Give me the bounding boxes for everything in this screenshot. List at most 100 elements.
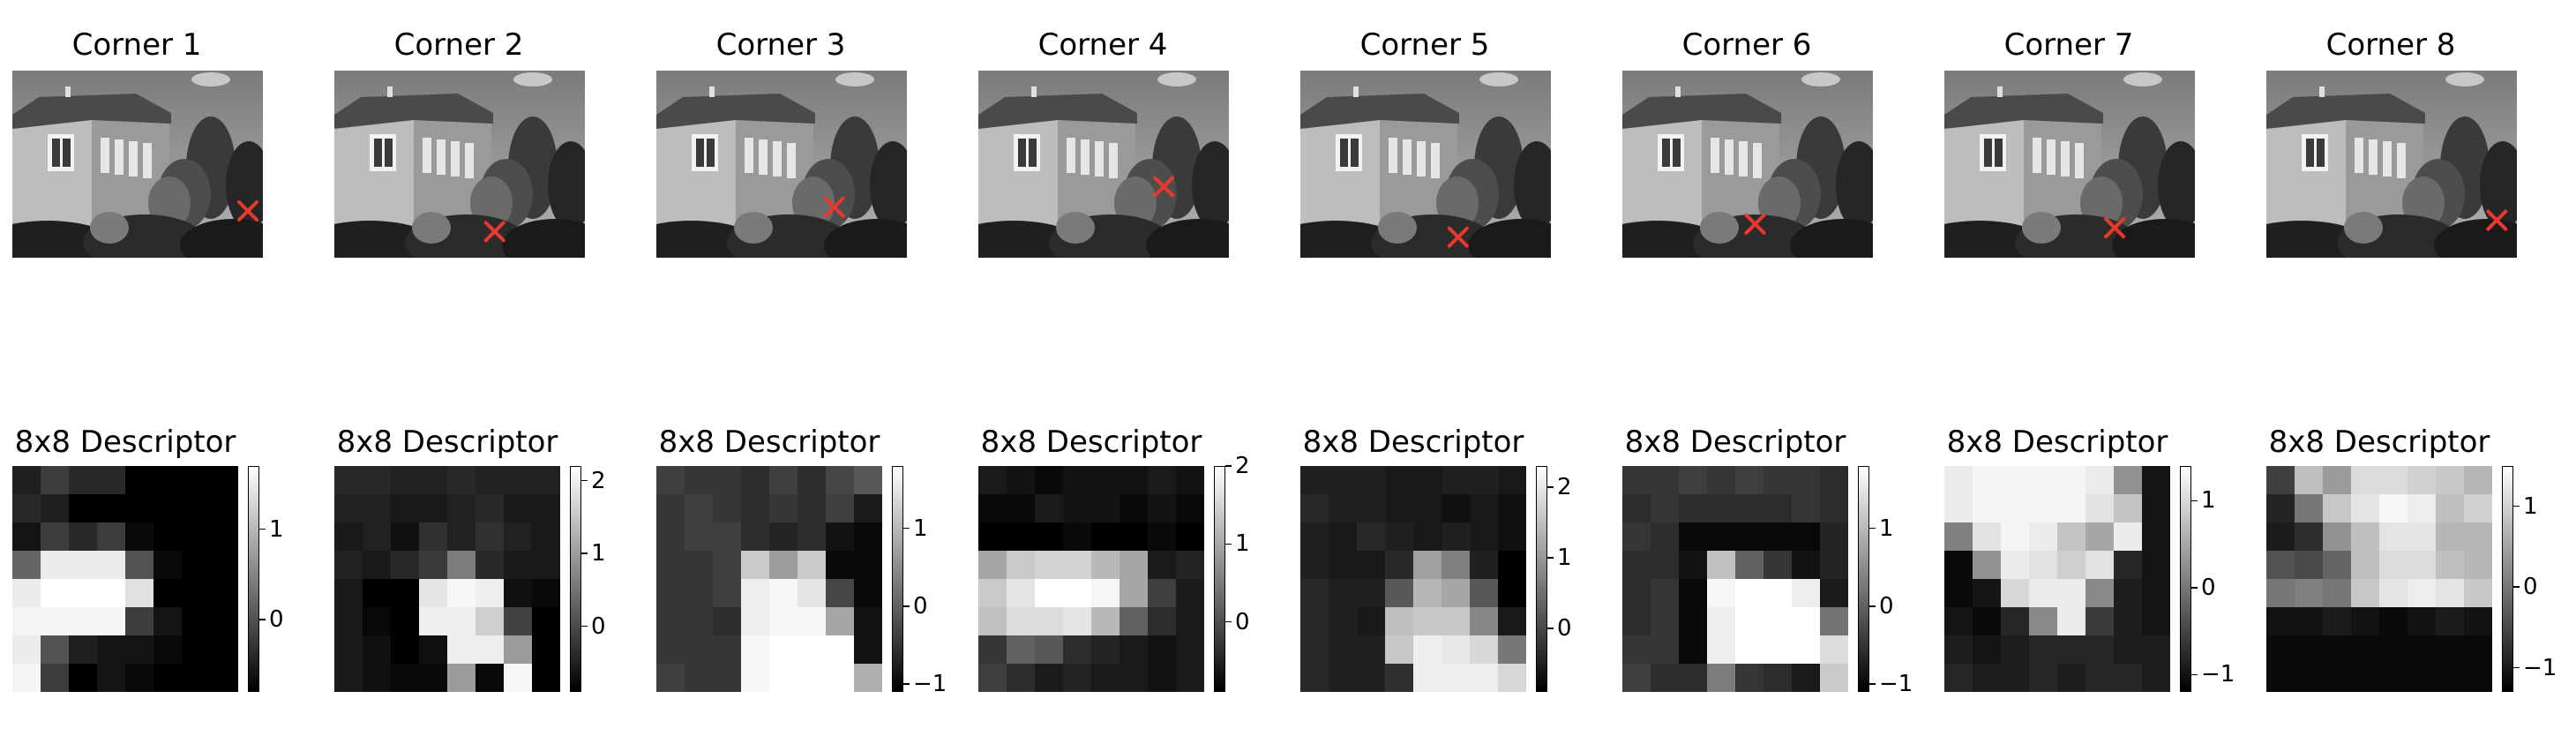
descriptor-cell [978,466,1007,494]
descriptor-cell [391,522,419,551]
cloud [1157,72,1196,86]
descriptor-cell [1498,494,1526,522]
tree [2480,141,2517,229]
descriptor-cell [532,579,560,607]
descriptor-cell [1498,522,1526,551]
descriptor-cell [1357,522,1385,551]
descriptor-cell [854,664,882,692]
descriptor-cell [2086,607,2114,635]
tree [548,141,585,229]
descriptor-cell [210,551,238,579]
descriptor-cell [798,494,826,522]
descriptor-cell [854,607,882,635]
descriptor-cell [1735,551,1764,579]
colorbar-tick [1547,628,1554,629]
descriptor-cell [2114,635,2142,664]
descriptor-cell [978,607,1007,635]
descriptor-cell [656,551,685,579]
descriptor-cell [2408,466,2436,494]
descriptor-cell [1176,522,1204,551]
descriptor-cell [504,607,532,635]
window [1109,143,1118,178]
descriptor-cell [532,494,560,522]
descriptor-cell [1651,607,1679,635]
descriptor-cell [1035,466,1063,494]
window [115,139,124,175]
descriptor-cell [1498,466,1526,494]
descriptor-cell [2408,607,2436,635]
descriptor-cell [97,579,125,607]
descriptor-cell [2351,607,2379,635]
tree [870,141,907,229]
descriptor-cell [2142,466,2170,494]
colorbar-tick [1869,605,1876,607]
corner-marker [483,221,505,243]
colorbar-tick [1225,620,1232,623]
descriptor-cell [1120,635,1148,664]
window [2355,138,2363,173]
descriptor-cell [1792,607,1820,635]
corner-title: Corner 1 [71,27,202,63]
corner-image [12,71,263,258]
tree [1836,141,1873,229]
descriptor-cell [1973,635,2001,664]
descriptor-cell [2464,551,2492,579]
tree [1514,141,1551,229]
descriptor-cell [713,522,741,551]
descriptor-cell [2323,664,2351,692]
descriptor-cell [2323,494,2351,522]
descriptor-cell [532,522,560,551]
descriptor-heatmap [1300,466,1526,692]
descriptor-title: 8x8 Descriptor [1624,425,1846,460]
corner-marker [1153,176,1175,198]
descriptor-cell [1498,635,1526,664]
descriptor-cell [2351,494,2379,522]
descriptor-cell [769,607,798,635]
descriptor-cell [1442,494,1470,522]
bush [1146,219,1229,258]
descriptor-cell [419,635,447,664]
window [1711,138,1719,173]
descriptor-cell [798,522,826,551]
descriptor-cell [1035,494,1063,522]
descriptor-cell [1007,466,1035,494]
descriptor-cell [2114,551,2142,579]
descriptor-cell [182,635,210,664]
descriptor-cell [334,466,363,494]
descriptor-cell [1679,664,1707,692]
cloud [1479,72,1518,86]
descriptor-cell [2436,551,2464,579]
descriptor-heatmap [978,466,1204,692]
descriptor-cell [210,494,238,522]
descriptor-cell [798,466,826,494]
descriptor-cell [391,635,419,664]
descriptor-cell [1063,466,1091,494]
descriptor-cell [769,551,798,579]
colorbar-tick [903,683,910,685]
descriptor-cell [476,494,504,522]
descriptor-cell [2114,466,2142,494]
descriptor-cell [2464,494,2492,522]
descriptor-cell [1651,494,1679,522]
chimney [387,86,393,97]
descriptor-cell [1329,494,1357,522]
window [759,139,768,175]
descriptor-cell [2323,522,2351,551]
descriptor-cell [2379,579,2408,607]
descriptor-cell [2114,607,2142,635]
descriptor-cell [1944,494,1973,522]
descriptor-cell [1007,635,1035,664]
descriptor-cell [1735,466,1764,494]
bush [824,219,907,258]
descriptor-cell [1413,664,1442,692]
house-photo [1944,71,2195,258]
descriptor-cell [1735,664,1764,692]
descriptor-cell [1442,551,1470,579]
descriptor-cell [447,635,476,664]
colorbar-tick [903,605,910,607]
descriptor-cell [334,579,363,607]
descriptor-cell [1148,635,1176,664]
descriptor-cell [97,664,125,692]
descriptor-cell [1442,607,1470,635]
